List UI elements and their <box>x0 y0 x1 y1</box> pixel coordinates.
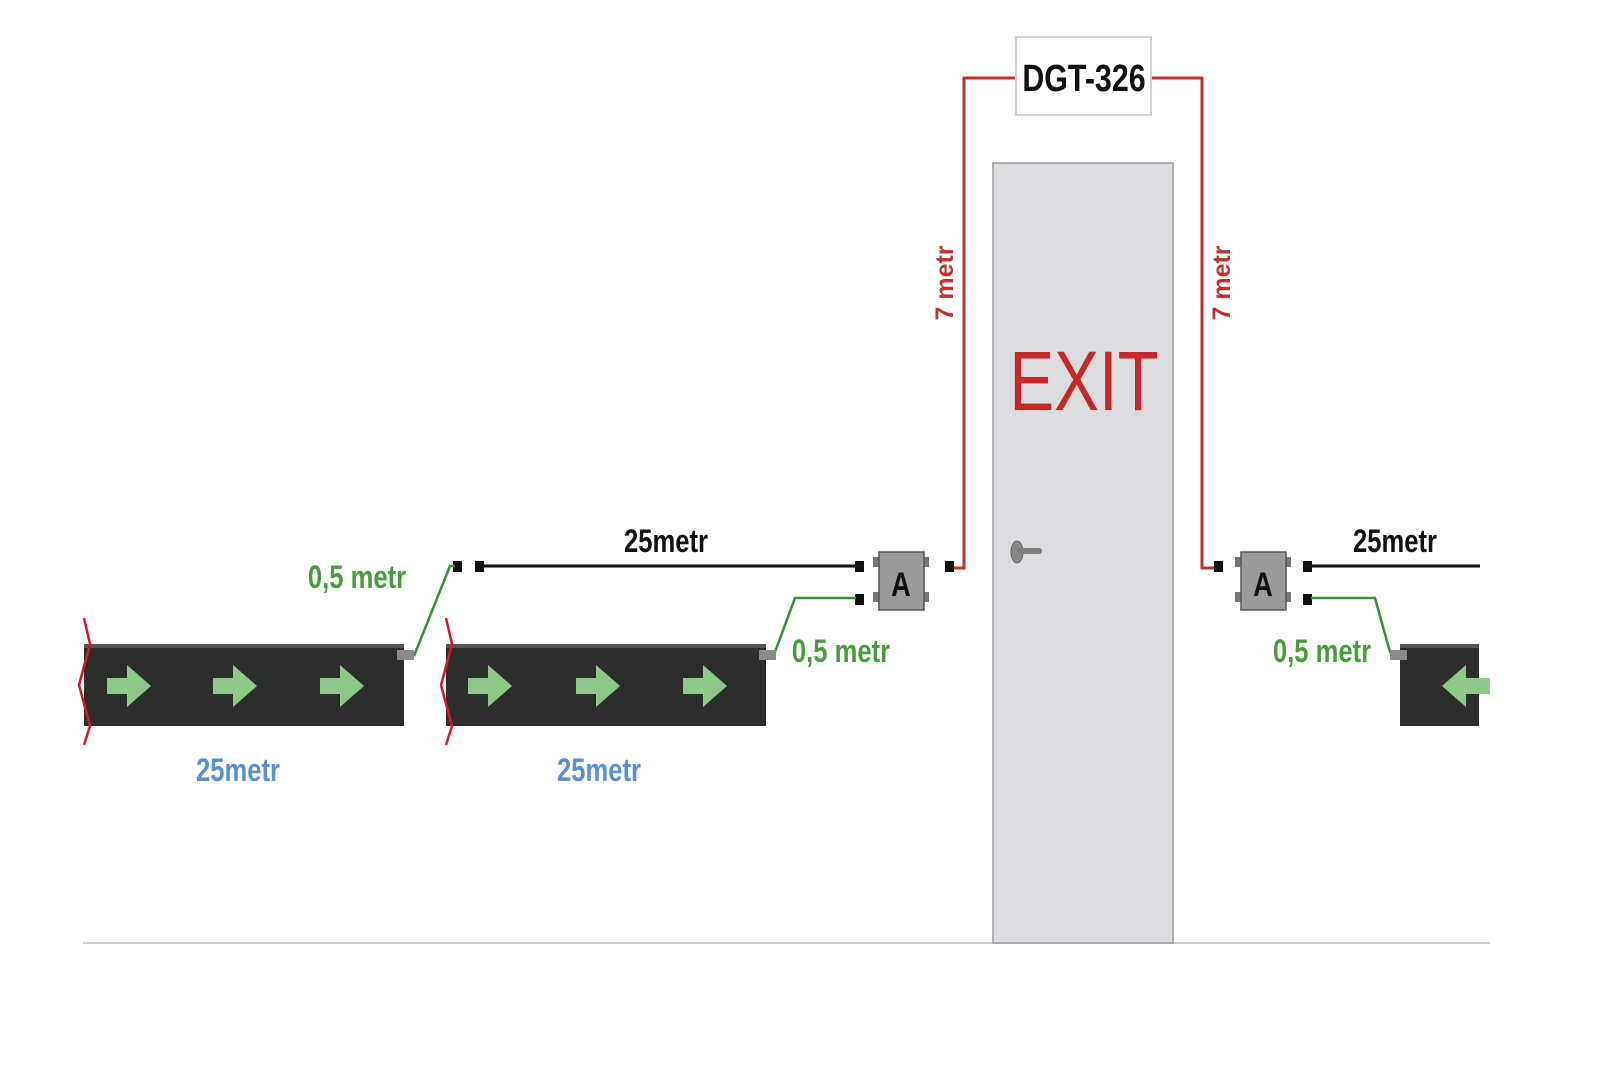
black-cable-right-label: 25metr <box>1353 524 1437 559</box>
arrow-right-icon <box>320 665 364 707</box>
connector-dot <box>475 561 484 572</box>
connector-dot <box>1214 561 1223 572</box>
connector-dot <box>1303 594 1312 605</box>
arrow-right-icon <box>683 665 727 707</box>
led-strip-right <box>1390 644 1490 726</box>
red-cable-right <box>1150 76 1216 570</box>
exit-door: EXIT <box>992 162 1174 944</box>
strip-end-cap <box>397 650 414 660</box>
door-handle <box>1010 540 1042 564</box>
strip-end-cap <box>759 650 776 660</box>
green-lead-left-label: 0,5 metr <box>308 560 406 595</box>
junction-box-label: A <box>891 565 911 604</box>
strip-end-cap <box>1390 650 1407 660</box>
arrow-right-icon <box>468 665 512 707</box>
connector-dot <box>855 561 864 572</box>
controller-label: DGT-326 <box>1022 58 1145 100</box>
strip-left-label: 25metr <box>196 753 280 788</box>
arrow-right-icon <box>576 665 620 707</box>
red-cable-left <box>950 76 1018 570</box>
green-lead-middle-label: 0,5 metr <box>792 634 890 669</box>
connector-dot <box>855 594 864 605</box>
arrow-right-icon <box>213 665 257 707</box>
green-lead-right-label: 0,5 metr <box>1273 634 1371 669</box>
strip-middle-label: 25metr <box>557 753 641 788</box>
connector-dot <box>453 561 462 572</box>
black-cable-middle-label: 25metr <box>624 524 708 559</box>
junction-box-right: A <box>1235 551 1291 611</box>
red-cable-left-label: 7 metr <box>931 245 959 320</box>
junction-box-label: A <box>1253 565 1273 604</box>
connector-dot <box>945 561 954 572</box>
red-cable-right-label: 7 metr <box>1208 245 1236 320</box>
connector-dot <box>1303 561 1312 572</box>
arrow-left-icon <box>1442 665 1490 707</box>
connector-dots <box>453 561 1312 605</box>
arrow-right-icon <box>107 665 151 707</box>
led-strip-middle <box>439 617 776 746</box>
green-lead-middle <box>773 596 856 653</box>
led-strip-left <box>77 617 414 746</box>
controller-dgt-326: DGT-326 <box>1015 36 1152 116</box>
green-lead-left <box>412 564 455 657</box>
exit-sign: EXIT <box>1009 335 1158 429</box>
junction-box-left: A <box>873 551 929 611</box>
